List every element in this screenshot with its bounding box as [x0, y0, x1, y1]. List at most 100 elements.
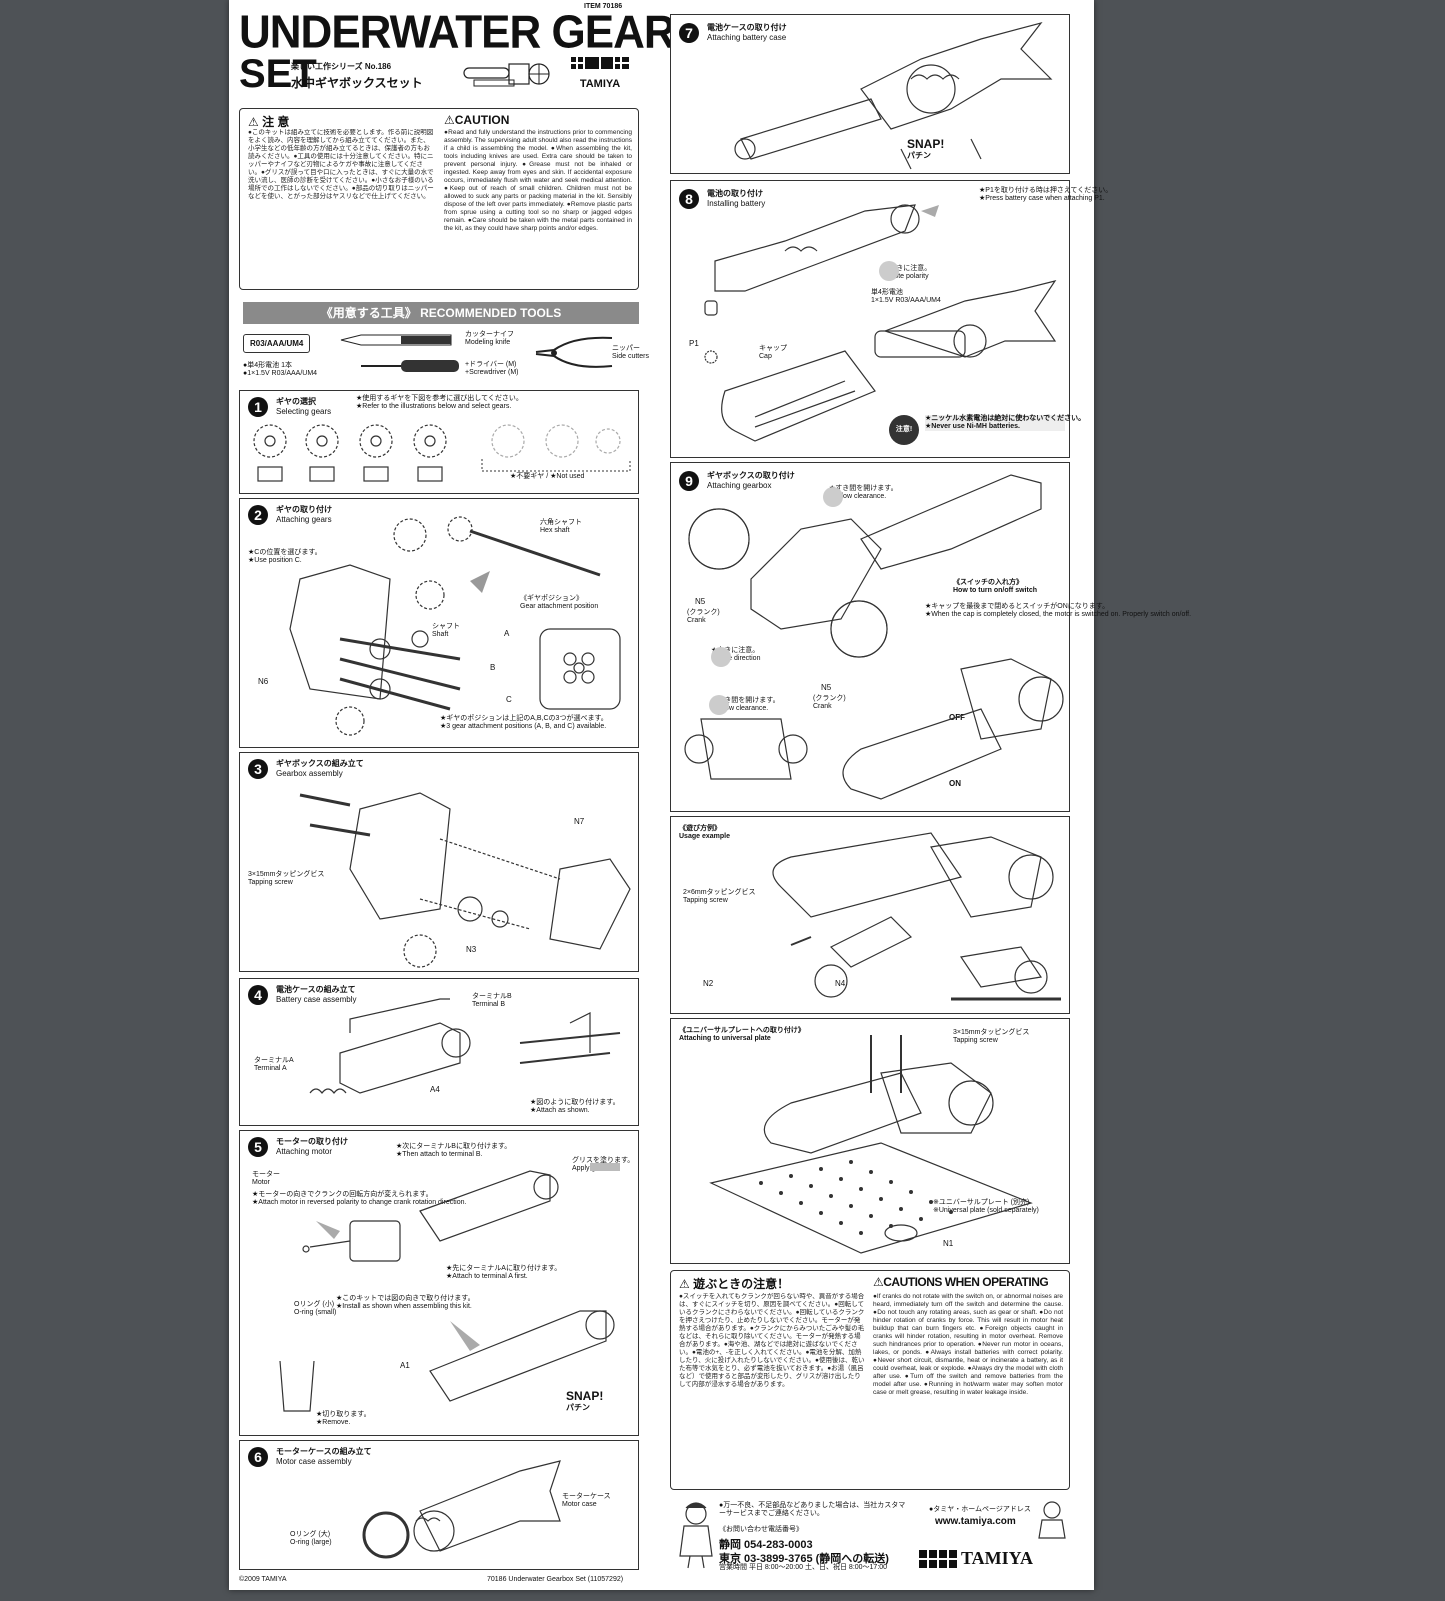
universal-plate-box: 《ユニバーサルプレートへの取り付け》 Attaching to universa… — [670, 1018, 1070, 1264]
step-8-battery: 単4形電池 1×1.5V R03/AAA/UM4 — [871, 289, 941, 304]
step-9-box: 9 ギヤボックスの取り付け Attaching gearbox ★すき間を開けま… — [670, 462, 1191, 812]
step-1-box: 1 ギヤの選択 Selecting gears ★使用するギヤを下図を参考に選び… — [239, 390, 639, 494]
contact-heading: 《お問い合わせ電話番号》 — [719, 1526, 803, 1533]
universal-plate-illustration — [709, 1035, 1033, 1254]
instruction-sheet: ITEM 70186 UNDERWATER GEARBOX SET 楽しい工作シ… — [229, 0, 1191, 1590]
item-number: ITEM 70186 — [584, 3, 623, 10]
step-8-battery-illustration — [704, 204, 1057, 442]
step-2-box: 2 ギヤの取り付け Attaching gears ★Cの位置を選びます。 ★U… — [239, 498, 639, 748]
operating-en-text: ●If cranks do not rotate with the switch… — [873, 1293, 1063, 1396]
step-4-title-en: Battery case assembly — [276, 995, 357, 1004]
step-8-title-jp: 電池の取り付け — [707, 189, 763, 198]
step-9-crank-b: (クランク) Crank — [813, 695, 846, 710]
tamiya-logo: TAMIYA — [569, 55, 631, 90]
tamiya-logo-text: TAMIYA — [579, 78, 621, 90]
series-jp: 楽しい工作シリーズ No.186 — [291, 62, 392, 71]
usage-example-title: 《遊び方例》 Usage example — [679, 825, 730, 840]
usage-example-screw: 2×6mmタッピングビス Tapping screw — [683, 889, 756, 904]
step-8-cap: キャップ Cap — [759, 345, 787, 360]
step-3-part-n7: N7 — [574, 817, 585, 826]
step-3-screw: 3×15mmタッピングビス Tapping screw — [248, 871, 325, 886]
step-2-shaft-label: シャフト Shaft — [432, 623, 460, 638]
caution-en-heading-text: CAUTION — [454, 113, 510, 127]
footer-tamiya-logo: TAMIYA — [919, 1548, 1069, 1572]
step-8-nimh-warning: ★ニッケル水素電池は絶対に使わないでください。 ★Never use Ni-MH… — [925, 415, 1086, 431]
step-5-title-jp: モーターの取り付け — [276, 1137, 348, 1146]
step-7-box: 7 電池ケースの取り付け Attaching battery case SNAP… — [670, 14, 1070, 174]
caution-en-heading: ⚠CAUTION — [444, 113, 510, 127]
step-4-number: 4 — [248, 985, 268, 1005]
step-4-terminal-a: ターミナルA Terminal A — [254, 1057, 294, 1072]
step-1-note: ★使用するギヤを下図を参考に選び出してください。 ★Refer to the i… — [356, 395, 523, 410]
step-8-p1-note: ★P1を取り付ける時は押さえてください。 ★Press battery case… — [979, 187, 1113, 202]
step-1-title-jp: ギヤの選択 — [276, 397, 316, 406]
step-2-footnote: ★ギヤのポジションは上記のA,B,Cの3つが選べます。 ★3 gear atta… — [440, 715, 608, 730]
step-8-number: 8 — [679, 189, 699, 209]
step-2-hex-shaft: 六角シャフト Hex shaft — [540, 519, 582, 534]
step-1-number: 1 — [248, 397, 268, 417]
operating-jp-text: ●スイッチを入れてもクランクが回らない時や、異音がする場合は、すぐにスイッチを切… — [679, 1293, 865, 1388]
step-2-gearbox-illustration — [289, 516, 621, 736]
step-2-number: 2 — [248, 505, 268, 525]
step-9-title-en: Attaching gearbox — [707, 481, 772, 490]
operating-en-heading: ⚠CAUTIONS WHEN OPERATING — [873, 1275, 1049, 1289]
step-6-title-jp: モーターケースの組み立て — [276, 1447, 372, 1456]
step-8-box: 8 電池の取り付け Installing battery ★P1を取り付ける時は… — [670, 180, 1112, 458]
step-3-gearbox-illustration — [299, 792, 631, 968]
caution-box: ⚠ 注 意 ●このキットは組み立てに技術を必要とします。作る前に説明図をよく読み… — [239, 108, 639, 290]
web-address[interactable]: www.tamiya.com — [935, 1516, 1016, 1527]
step-5-number: 5 — [248, 1137, 268, 1157]
step-9-title-jp: ギヤボックスの取り付け — [707, 471, 795, 480]
web-label: ●タミヤ・ホームページアドレス — [929, 1506, 1031, 1513]
usage-example-box: 《遊び方例》 Usage example 2×6mmタッピングビス Tappin… — [670, 816, 1070, 1014]
universal-plate-screw: 3×15mmタッピングビス Tapping screw — [953, 1029, 1030, 1044]
step-5-snap-jp: パチン — [566, 1403, 590, 1412]
operating-jp-heading-text: 遊ぶときの注意！ — [693, 1277, 790, 1291]
step-9-part-n5-b: N5 — [821, 683, 832, 692]
step-7-snap: SNAP! — [907, 137, 945, 151]
contact-tokyo: 東京 03-3899-3765 (静岡への転送) — [719, 1553, 889, 1565]
operating-en-heading-text: CAUTIONS WHEN OPERATING — [883, 1275, 1049, 1289]
step-6-number: 6 — [248, 1447, 268, 1467]
operating-caution-box: ⚠ 遊ぶときの注意！ ●スイッチを入れてもクランクが回らない時や、異音がする場合… — [670, 1270, 1070, 1490]
step-3-title-en: Gearbox assembly — [276, 769, 343, 778]
step-6-title-en: Motor case assembly — [276, 1457, 352, 1466]
title-jp: 水中ギヤボックスセット — [291, 76, 423, 90]
title-line2: SET — [239, 52, 317, 96]
side-cutters-icon — [535, 336, 613, 368]
battery-note: ●単4形電池 1本 ●1×1.5V R03/AAA/UM4 — [243, 362, 318, 377]
step-6-motor-case-illustration — [362, 1460, 561, 1559]
step-2-title-jp: ギヤの取り付け — [276, 505, 332, 514]
step-7-snap-jp: パチン — [907, 151, 931, 160]
step-2-gear-position: 《ギヤポジション》 Gear attachment position — [520, 595, 599, 610]
step-9-part-n5-a: N5 — [695, 597, 706, 606]
usage-example-illustration — [772, 832, 1061, 1001]
screwdriver-label: +ドライバー (M) +Screwdriver (M) — [465, 361, 519, 376]
step-5-motor: モーター Motor — [252, 1171, 280, 1186]
operating-jp-heading: ⚠ 遊ぶときの注意！ — [679, 1277, 790, 1291]
step-6-motor-case: モーターケース Motor case — [562, 1493, 611, 1508]
mascot-illustration — [679, 1502, 713, 1569]
step-9-on: ON — [949, 779, 961, 788]
footer-tamiya-text: TAMIYA — [961, 1548, 1034, 1568]
step-7-battery-case-illustration — [734, 21, 1053, 170]
footer-copyright: ©2009 TAMIYA — [239, 1576, 287, 1583]
step-5-oring: Oリング (小) O-ring (small) — [294, 1301, 337, 1316]
step-9-switch-heading: 《スイッチの入れ方》 How to turn on/off switch — [953, 579, 1037, 594]
step-5-snap: SNAP! — [566, 1389, 604, 1403]
step-5-part-a1: A1 — [400, 1361, 410, 1370]
step-5-title-en: Attaching motor — [276, 1147, 333, 1156]
usage-example-part-n2: N2 — [703, 979, 714, 988]
recommended-tools-heading: 《用意する工具》 RECOMMENDED TOOLS — [243, 302, 639, 324]
contact-hours: 営業時間 平日 8:00〜20:00 土、日、祝日 8:00〜17:00 — [719, 1564, 888, 1571]
step-8-part-p1: P1 — [689, 339, 699, 348]
step-9-gearbox-illustration — [684, 474, 1064, 800]
step-8-title-en: Installing battery — [707, 199, 766, 208]
step-7-title-jp: 電池ケースの取り付け — [707, 23, 787, 32]
step-2-note: ★Cの位置を選びます。 ★Use position C. — [248, 549, 322, 564]
step-2-pos-c: C — [506, 695, 512, 704]
step-3-box: 3 ギヤボックスの組み立て Gearbox assembly 3×15mmタッピ… — [239, 752, 639, 972]
step-4-title-jp: 電池ケースの組み立て — [276, 985, 356, 994]
step-4-part-a4: A4 — [430, 1085, 440, 1094]
usage-example-part-n4: N4 — [835, 979, 846, 988]
